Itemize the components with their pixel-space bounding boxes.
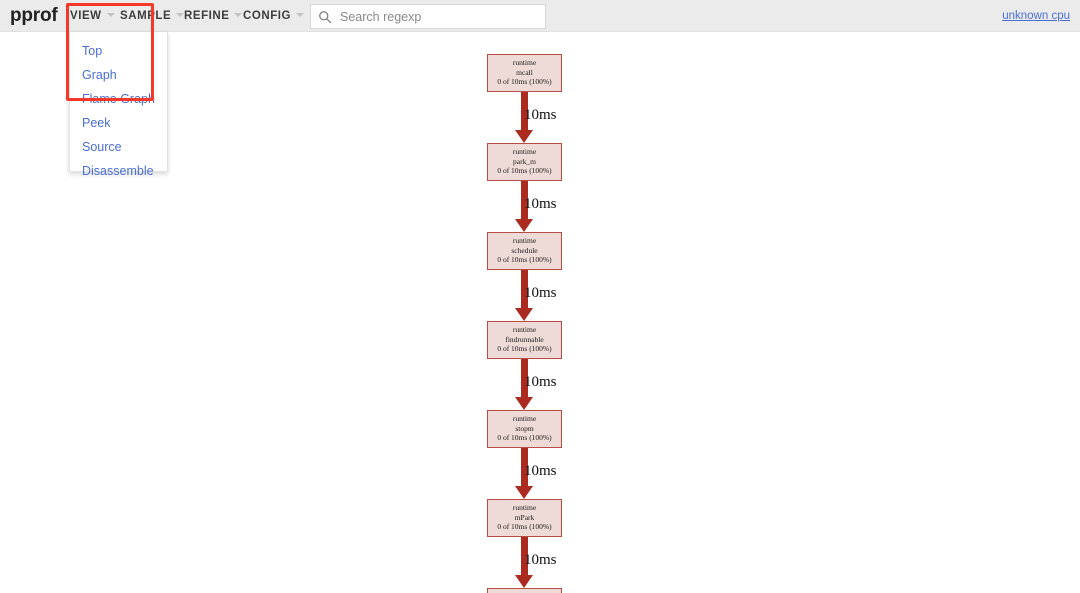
search-box[interactable] — [310, 4, 546, 29]
graph-edge-label: 10ms — [524, 285, 557, 301]
graph-node-package: runtime — [512, 325, 537, 334]
view-menu-item-peek[interactable]: Peek — [82, 116, 111, 130]
chevron-down-icon — [176, 13, 185, 17]
graph-node-stat: 0 of 10ms (100%) — [497, 166, 552, 175]
menu-refine-label: REFINE — [184, 10, 230, 22]
graph-edge — [521, 359, 528, 397]
graph-node-stat: 0 of 10ms (100%) — [497, 522, 552, 531]
chevron-down-icon — [106, 13, 115, 17]
graph-node-package: runtime — [512, 414, 537, 423]
menu-sample[interactable]: SAMPLE — [120, 0, 185, 32]
graph-node-function: mcall — [516, 67, 533, 77]
menu-sample-label: SAMPLE — [120, 10, 172, 22]
search-icon — [319, 11, 332, 24]
menu-config-label: CONFIG — [243, 10, 292, 22]
graph-node-stat: 0 of 10ms (100%) — [497, 344, 552, 353]
graph-edge-arrowhead — [515, 219, 533, 232]
graph-node-function: mPark — [514, 512, 535, 522]
menu-view-label: VIEW — [70, 10, 102, 22]
graph-edge-label: 10ms — [524, 196, 557, 212]
graph-edge-label: 10ms — [524, 552, 557, 568]
view-menu-item-flame-graph[interactable]: Flame Graph — [82, 92, 155, 106]
graph-edge — [521, 181, 528, 219]
graph-edge — [521, 92, 528, 130]
search-input[interactable] — [338, 5, 542, 28]
graph-node-package: runtime — [512, 503, 537, 512]
graph-edge-label: 10ms — [524, 463, 557, 479]
graph-edge-arrowhead — [515, 575, 533, 588]
graph-edge-arrowhead — [515, 397, 533, 410]
graph-node-function: park_m — [513, 156, 536, 166]
graph-edge — [521, 270, 528, 308]
graph-node[interactable]: runtime — [487, 588, 562, 593]
graph-edge-arrowhead — [515, 308, 533, 321]
chevron-down-icon — [296, 13, 305, 17]
graph-edge-label: 10ms — [524, 374, 557, 390]
chevron-down-icon — [234, 13, 243, 17]
graph-edge — [521, 448, 528, 486]
menu-refine[interactable]: REFINE — [184, 0, 243, 32]
graph-node-function: schedule — [511, 245, 538, 255]
graph-node-stat: 0 of 10ms (100%) — [497, 77, 552, 86]
menu-config[interactable]: CONFIG — [243, 0, 305, 32]
view-menu-item-graph[interactable]: Graph — [82, 68, 117, 82]
menu-view[interactable]: VIEW — [70, 0, 115, 32]
graph-edge-arrowhead — [515, 130, 533, 143]
graph-node-stat: 0 of 10ms (100%) — [497, 433, 552, 442]
view-menu-item-top[interactable]: Top — [82, 44, 103, 58]
graph-node-stat: 0 of 10ms (100%) — [497, 255, 552, 264]
graph-node-package: runtime — [512, 58, 537, 67]
graph-node-function: findrunnable — [505, 334, 544, 344]
pprof-logo: pprof — [10, 5, 58, 26]
graph-edge-label: 10ms — [524, 107, 557, 123]
app-header: pprof unknown cpu VIEW SAMPLE REFINE CONFIG — [0, 0, 1080, 32]
graph-node-function: stopm — [515, 423, 534, 433]
graph-node-package: runtime — [512, 236, 537, 245]
graph-node-package: runtime — [512, 147, 537, 156]
graph-edge — [521, 537, 528, 575]
view-menu-item-source[interactable]: Source — [82, 140, 122, 154]
view-menu-item-disassemble[interactable]: Disassemble — [82, 164, 154, 178]
graph-edge-arrowhead — [515, 486, 533, 499]
profile-link[interactable]: unknown cpu — [1002, 10, 1070, 22]
